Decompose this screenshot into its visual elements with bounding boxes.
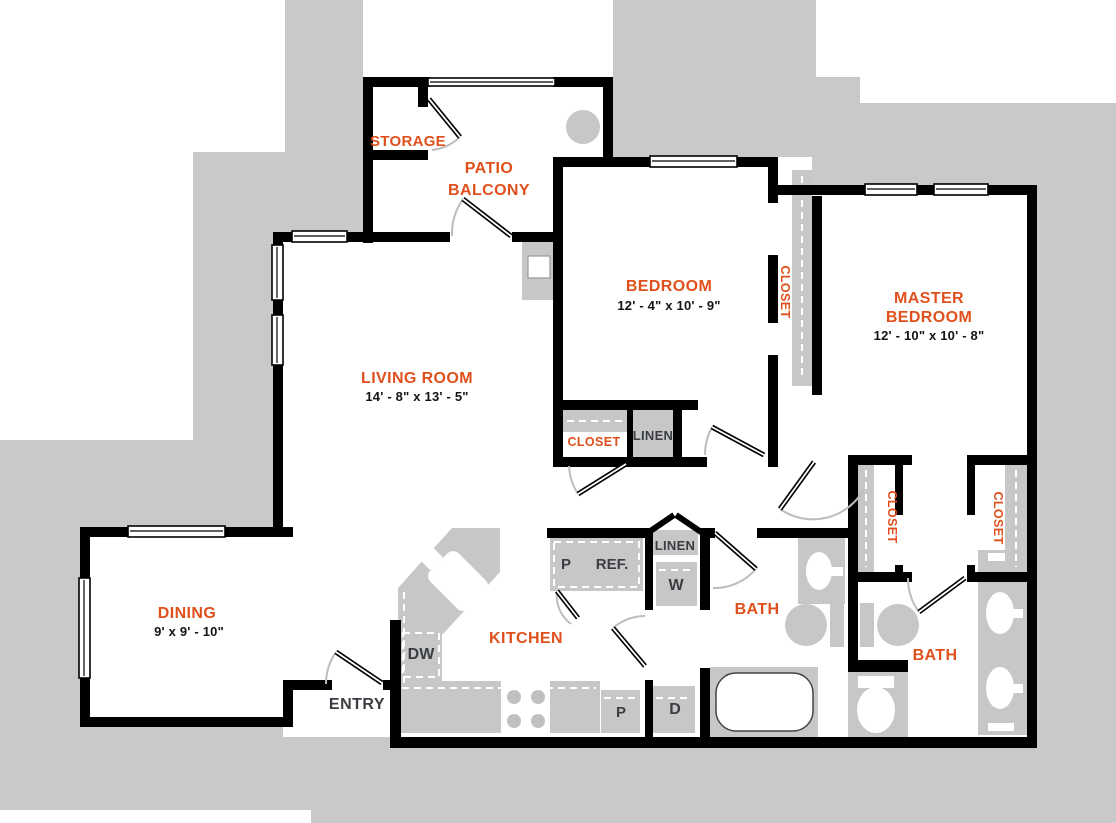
laundry-linen-shelf [650,530,698,555]
entry-label: ENTRY [329,696,385,713]
dining-dims: 9' x 9' - 10" [154,624,224,639]
bedroom-closet-label: CLOSET [567,435,620,449]
master-label-line2: BEDROOM [886,309,972,326]
patio-label-line1: PATIO [465,160,514,177]
bedroom-dims: 12' - 4" x 10' - 9" [617,298,720,313]
bath-left-label: BATH [735,601,780,618]
windows [78,77,989,679]
washer [656,562,697,606]
master-closet-left-shelf [858,465,874,572]
master-dims: 12' - 10" x 10' - 8" [874,328,985,343]
living-room-label: LIVING ROOM [361,370,473,387]
bathtub [710,667,818,741]
dishwasher-label: DW [408,646,436,663]
patio-table [566,110,600,144]
pantry-upper-label: P [561,556,571,573]
corner-sink [421,548,488,611]
refrigerator-label: REF. [596,556,629,573]
master-closet-right-label: CLOSET [991,491,1005,544]
laundry-linen-label: LINEN [655,538,696,553]
dining-label: DINING [158,605,216,622]
stove [501,679,550,735]
bedroom-closet-shelf [563,410,627,432]
pantry-lower-label: P [616,704,626,721]
walls [80,77,1037,748]
toilet-bath1 [785,603,844,647]
doors [324,97,967,686]
bedroom-wall-closet-shelf [792,170,812,386]
fireplace [522,240,557,300]
toilet-bath2-upper [860,603,919,647]
master-closet-right-shelf [1005,465,1027,572]
hall-linen-label: LINEN [633,428,674,443]
master-closet-left-label: CLOSET [885,490,899,543]
lower-pantry [601,690,640,733]
hall-linen-shelf [633,410,673,457]
bedroom-label: BEDROOM [626,278,712,295]
bedroom-wall-closet-label: CLOSET [778,265,792,318]
dryer-label: D [669,701,681,718]
bath1-vanity [798,538,845,604]
dryer [653,686,695,733]
master-label-line1: MASTER [894,290,964,307]
refrigerator-pantry-counter [550,538,643,591]
patio-label-line2: BALCONY [448,182,530,199]
bath-right-label: BATH [913,647,958,664]
labels: STORAGE PATIO BALCONY BEDROOM 12' - 4" x… [154,133,1005,721]
kitchen-label: KITCHEN [489,630,563,647]
toilet-bath2 [848,672,908,737]
washer-label: W [668,577,684,594]
storage-label: STORAGE [370,133,446,150]
living-room-dims: 14' - 8" x 13' - 5" [365,389,468,404]
